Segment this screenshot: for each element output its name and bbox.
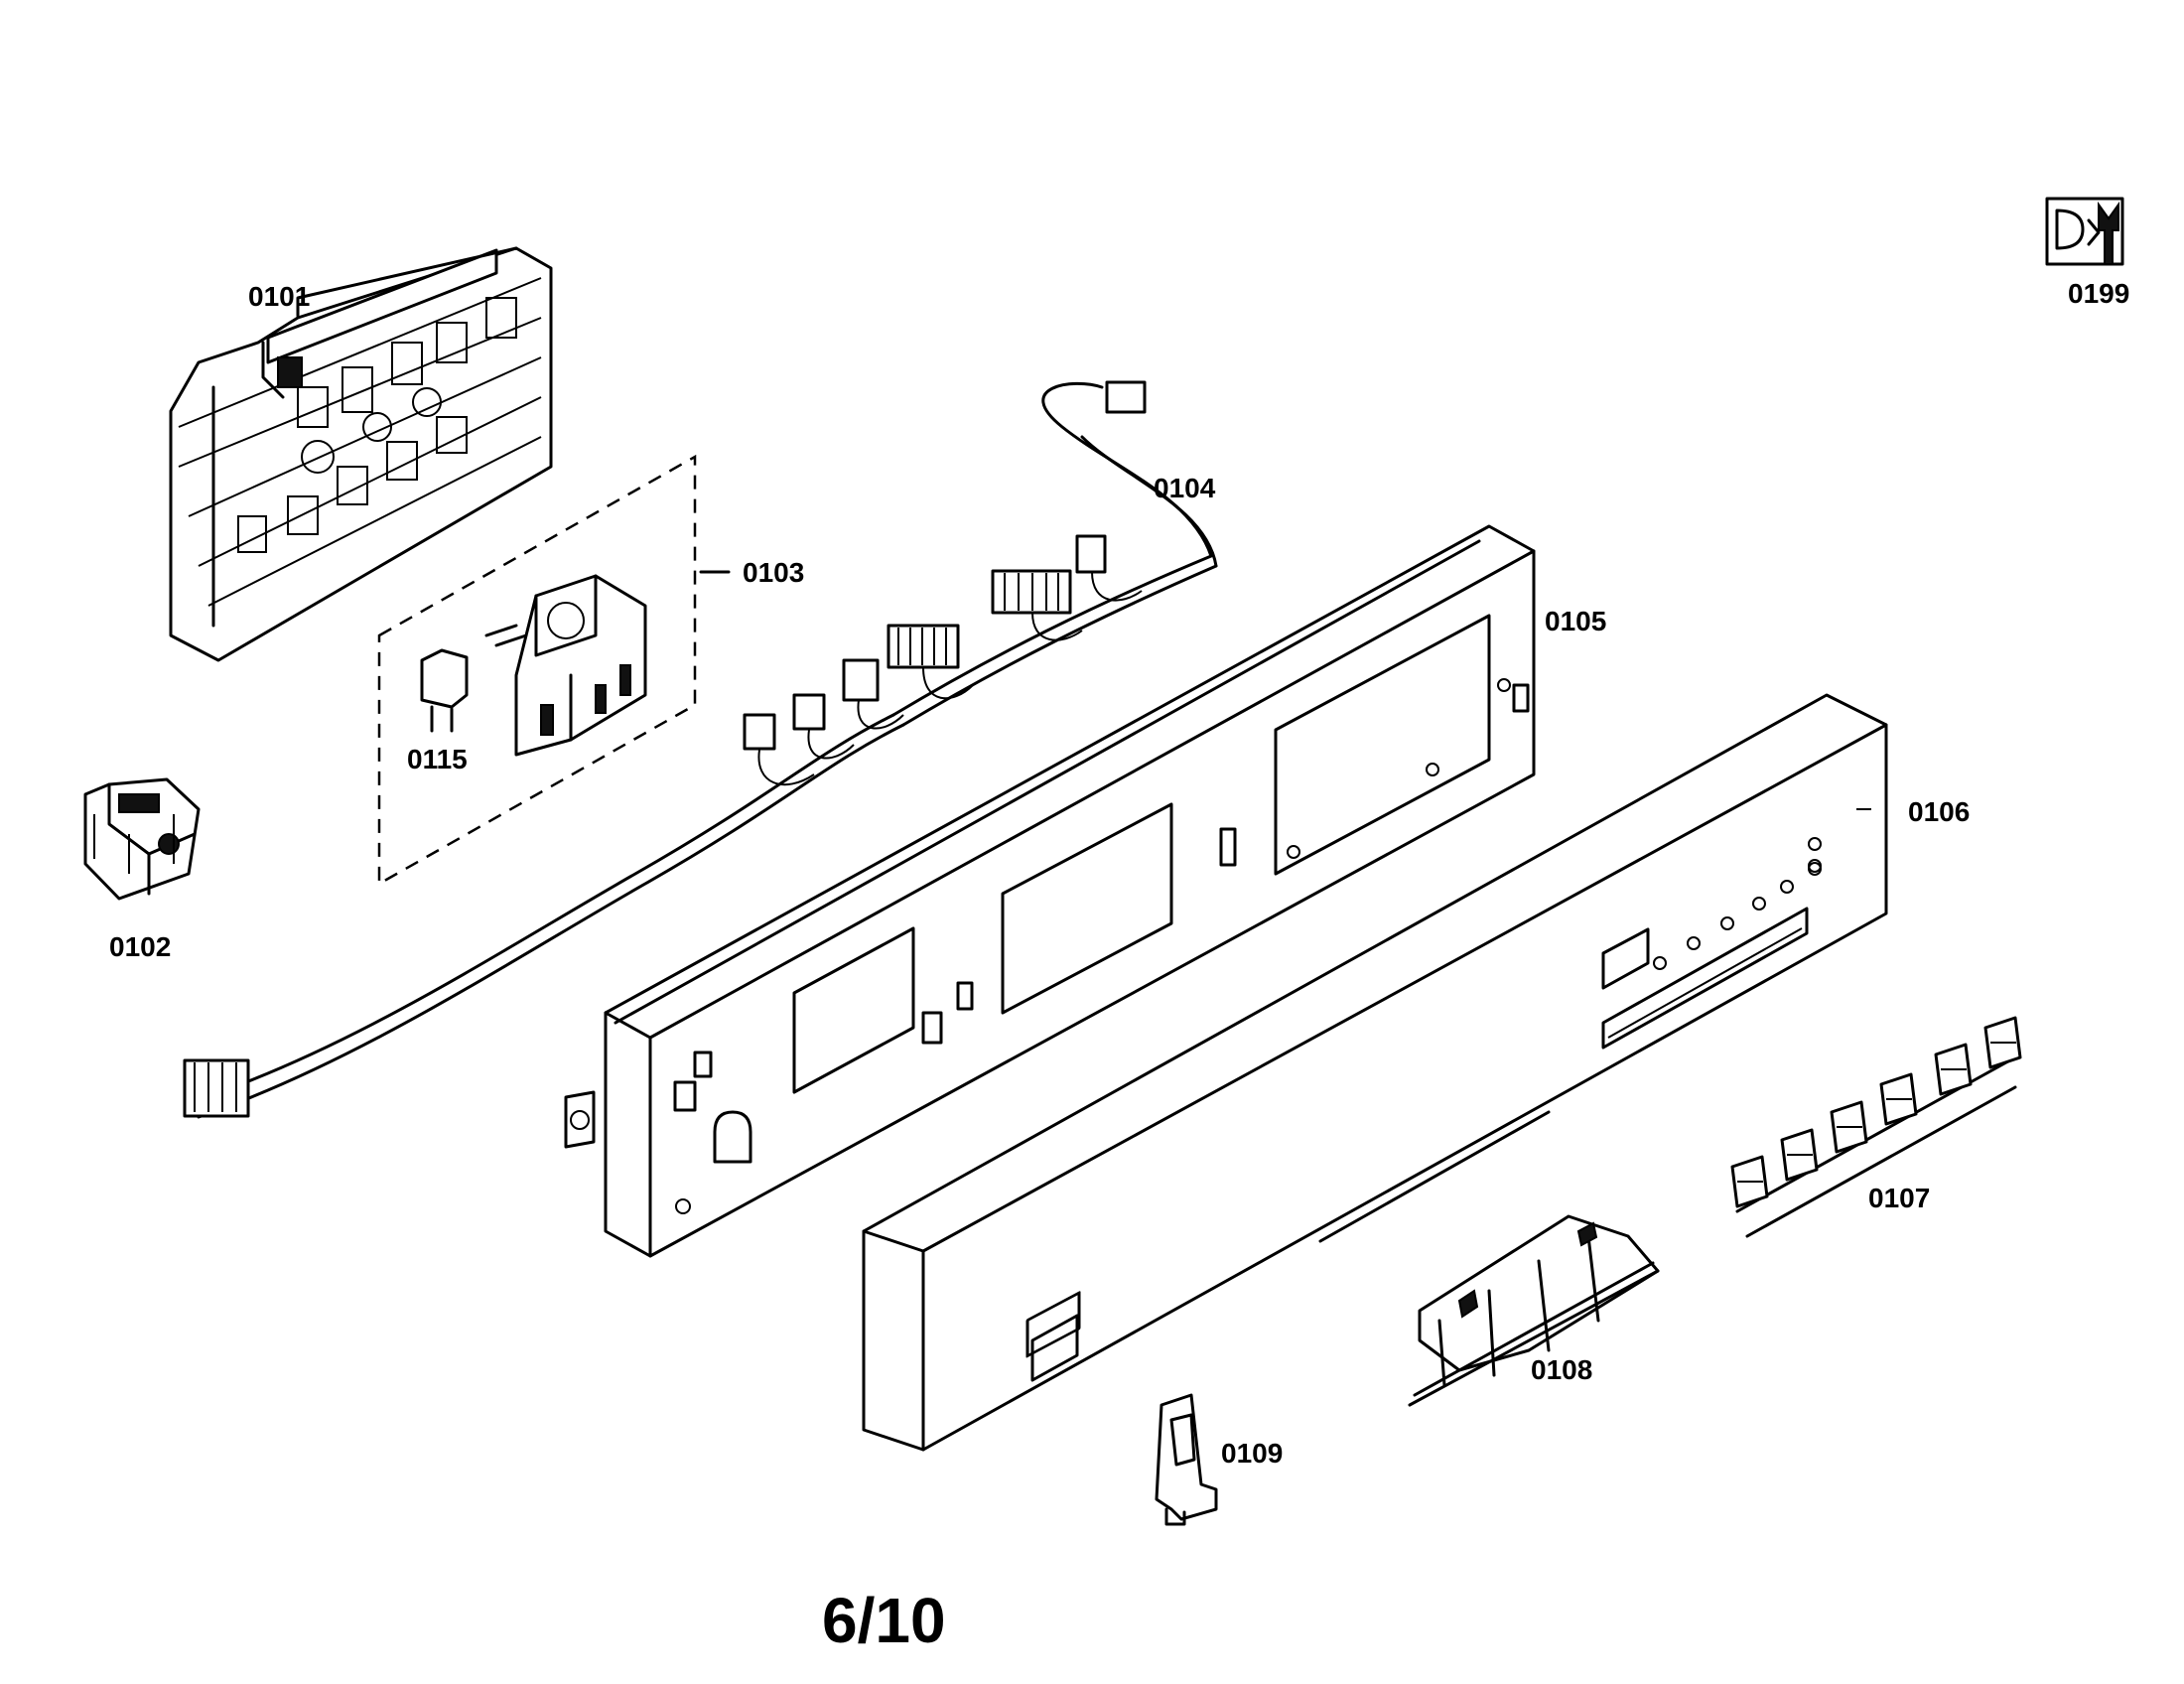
- label-0107: 0107: [1868, 1183, 1931, 1213]
- front-panel-drawing: [862, 693, 1888, 1452]
- label-0104: 0104: [1154, 473, 1216, 503]
- label-0102: 0102: [109, 931, 172, 962]
- label-0106: 0106: [1908, 796, 1971, 827]
- label-0105: 0105: [1545, 606, 1607, 636]
- door-handle-drawing: [1408, 1214, 1660, 1407]
- label-0115: 0115: [407, 744, 468, 774]
- label-0199: 0199: [2068, 278, 2130, 309]
- label-0103: 0103: [743, 557, 805, 588]
- switch-part-drawing: [83, 777, 201, 901]
- label-0101: 0101: [248, 281, 311, 312]
- inner-frame-drawing: [564, 524, 1536, 1258]
- label-0109: 0109: [1221, 1438, 1284, 1469]
- button-set-drawing: [1730, 1016, 2022, 1238]
- clip-part-drawing: [1155, 1393, 1218, 1526]
- control-module-drawing: [169, 246, 553, 662]
- page-number: 6/10: [822, 1585, 946, 1656]
- part-0103-group-box: [377, 454, 731, 887]
- label-0108: 0108: [1531, 1354, 1593, 1385]
- service-manual-icon: [2045, 197, 2124, 266]
- wiring-harness-drawing: [183, 380, 1218, 1119]
